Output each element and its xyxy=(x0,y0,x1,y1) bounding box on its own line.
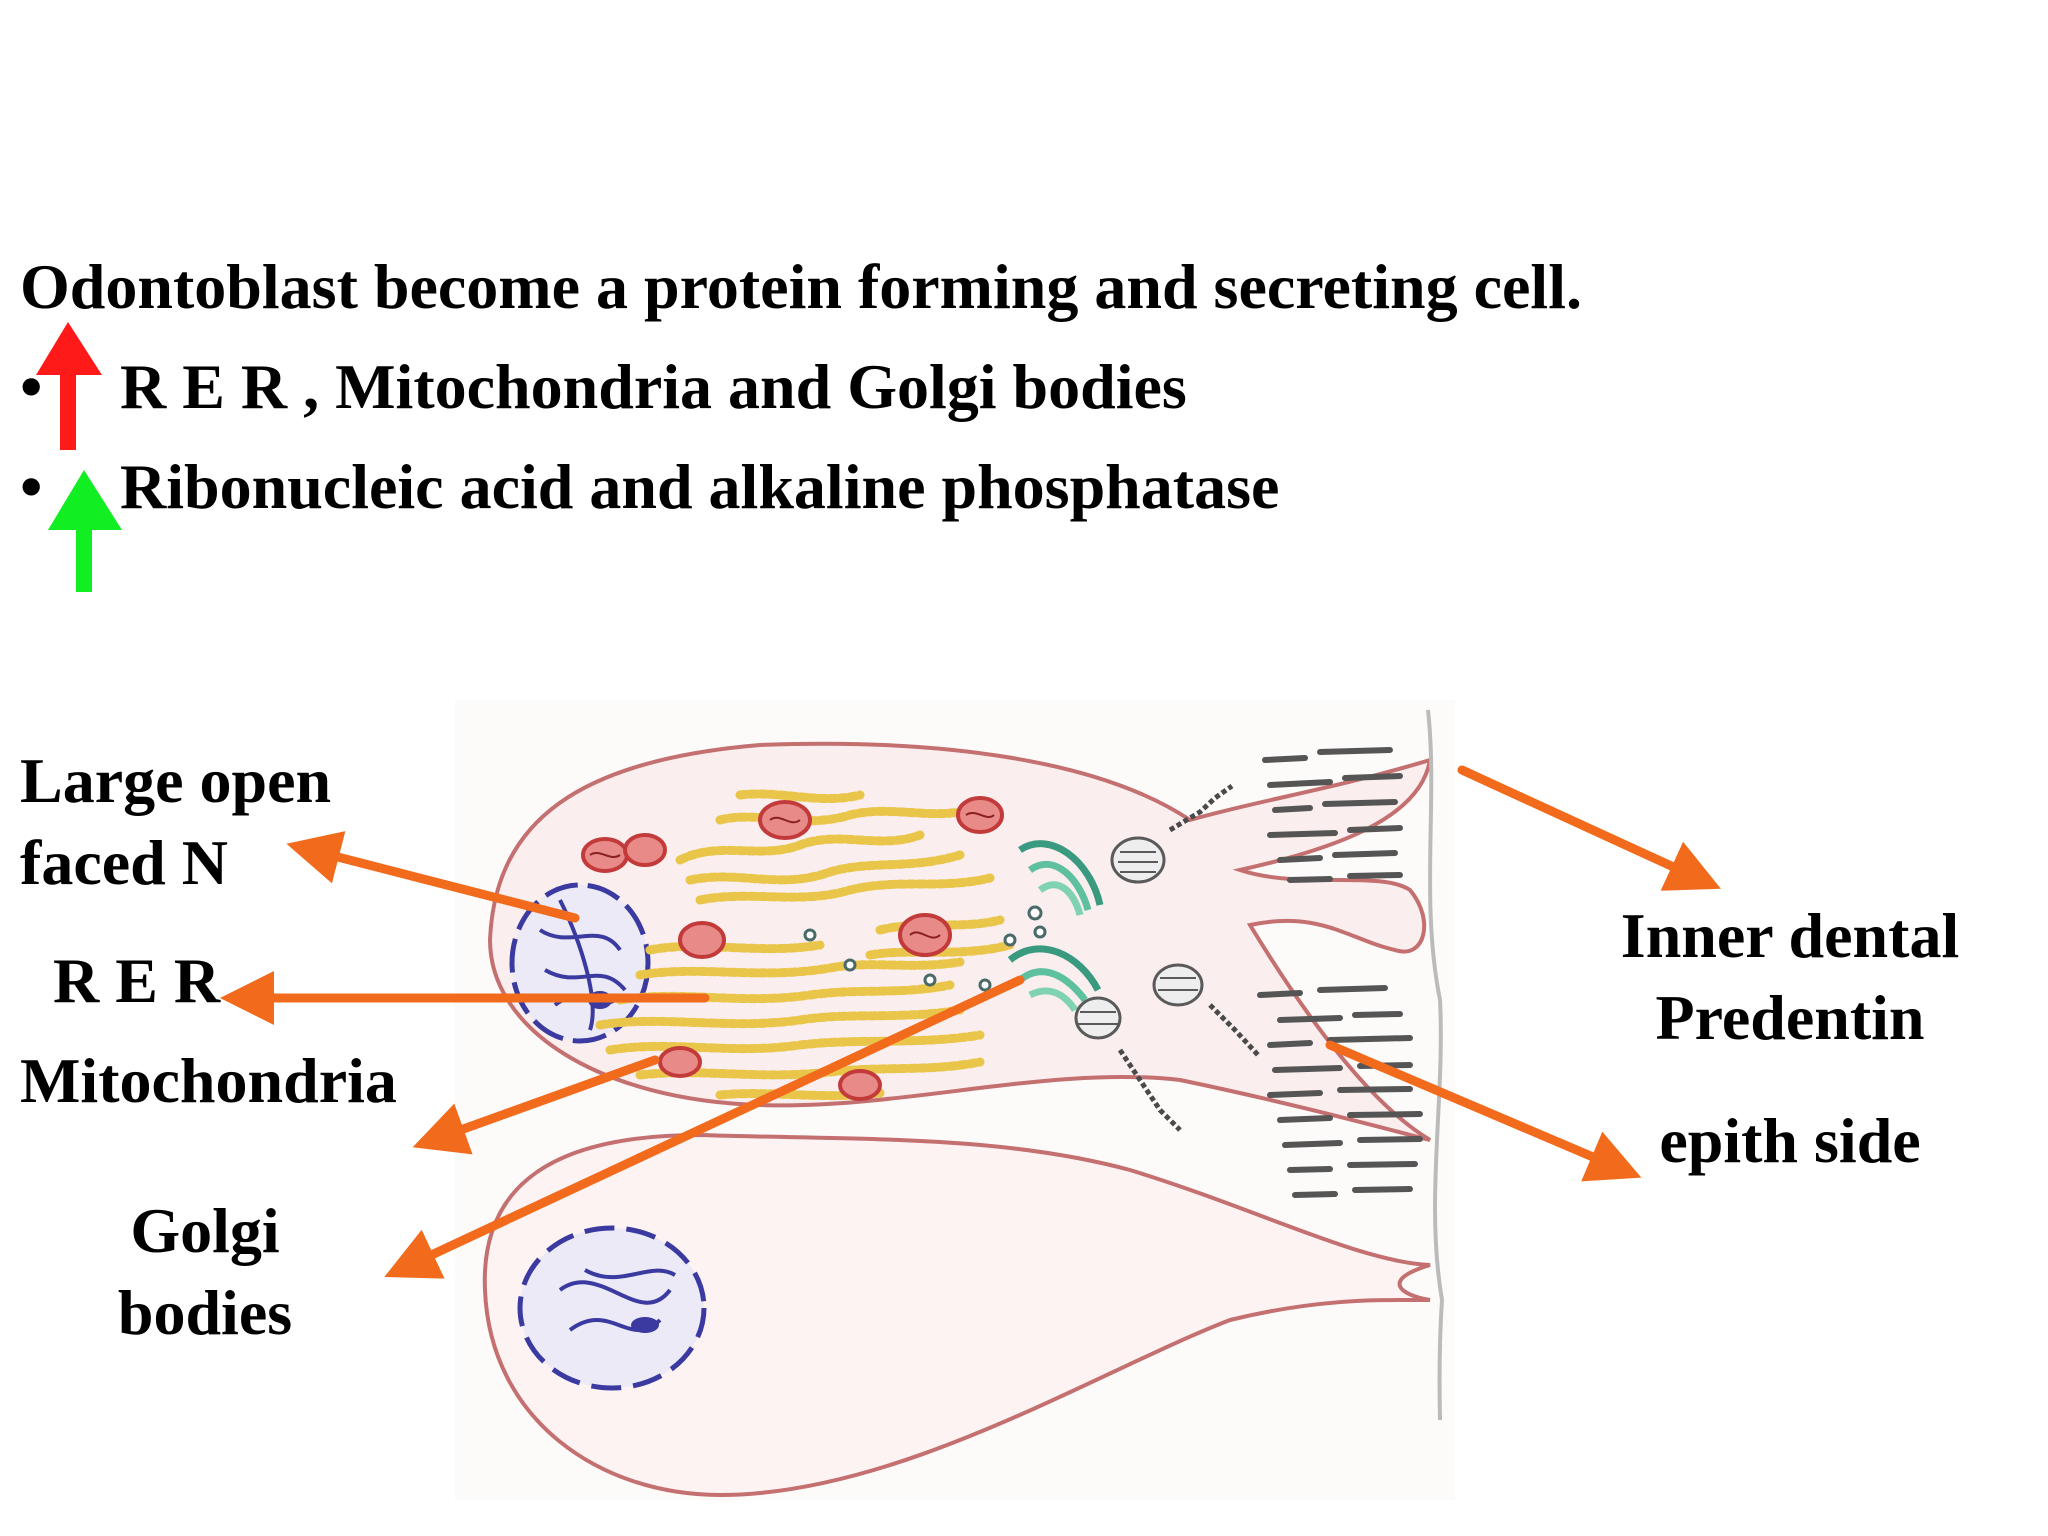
green-up-arrow-icon xyxy=(48,470,122,592)
bullet-rer-mito-golgi: • R E R , Mitochondria and Golgi bodies xyxy=(20,350,1187,424)
bullet-marker: • xyxy=(20,351,43,422)
predentin-label-text: Predentin xyxy=(1655,982,1925,1053)
bullet-text: Ribonucleic acid and alkaline phosphatas… xyxy=(120,451,1280,522)
golgi-label: Golgi bodies xyxy=(95,1190,315,1354)
rer-label: R E R xyxy=(53,945,221,1016)
slide-heading: Odontoblast become a protein forming and… xyxy=(20,251,1582,322)
inner-dental-label-text: Inner dental xyxy=(1620,900,1960,971)
nucleus-label: Large open faced N xyxy=(20,740,331,904)
bullet-rna-alkaline-phosphatase: • Ribonucleic acid and alkaline phosphata… xyxy=(20,450,1279,524)
upper-cell xyxy=(487,741,1433,1142)
secretory-vesicles xyxy=(803,905,1047,992)
nucleus-label-line1: Large open xyxy=(20,745,332,816)
pointer-arrows xyxy=(220,765,1721,1279)
granule-striations xyxy=(1078,851,1198,1025)
collagen-fibrils xyxy=(1117,783,1260,1132)
golgi-label-line2: bodies xyxy=(117,1277,293,1348)
epith-side-label: epith side xyxy=(1659,1105,1921,1176)
inner-dental-pointer-arrow xyxy=(1457,765,1721,891)
nucleus-label-line2: faced N xyxy=(20,827,228,898)
golgi-label-line1: Golgi xyxy=(130,1195,280,1266)
golgi-bodies xyxy=(1007,840,1104,1013)
bullet-marker: • xyxy=(20,451,43,522)
bullet-text: R E R , Mitochondria and Golgi bodies xyxy=(120,351,1187,422)
collagen-fibers xyxy=(1257,747,1423,1198)
mitochondria-cristae xyxy=(589,812,995,939)
nucleus-pointer-arrow xyxy=(286,831,580,923)
mitochondria-pointer-arrow xyxy=(412,1055,660,1155)
golgi-pointer-arrow xyxy=(384,975,1025,1279)
epith-side-pointer-arrow xyxy=(1325,1040,1642,1182)
lower-nucleus xyxy=(517,1225,707,1391)
mitochondria-label: Mitochondria xyxy=(20,1045,397,1116)
red-up-arrow-icon xyxy=(36,322,102,450)
inner-dental-label: Inner dental Predentin xyxy=(1570,895,2010,1059)
lower-cell xyxy=(482,1132,1431,1498)
